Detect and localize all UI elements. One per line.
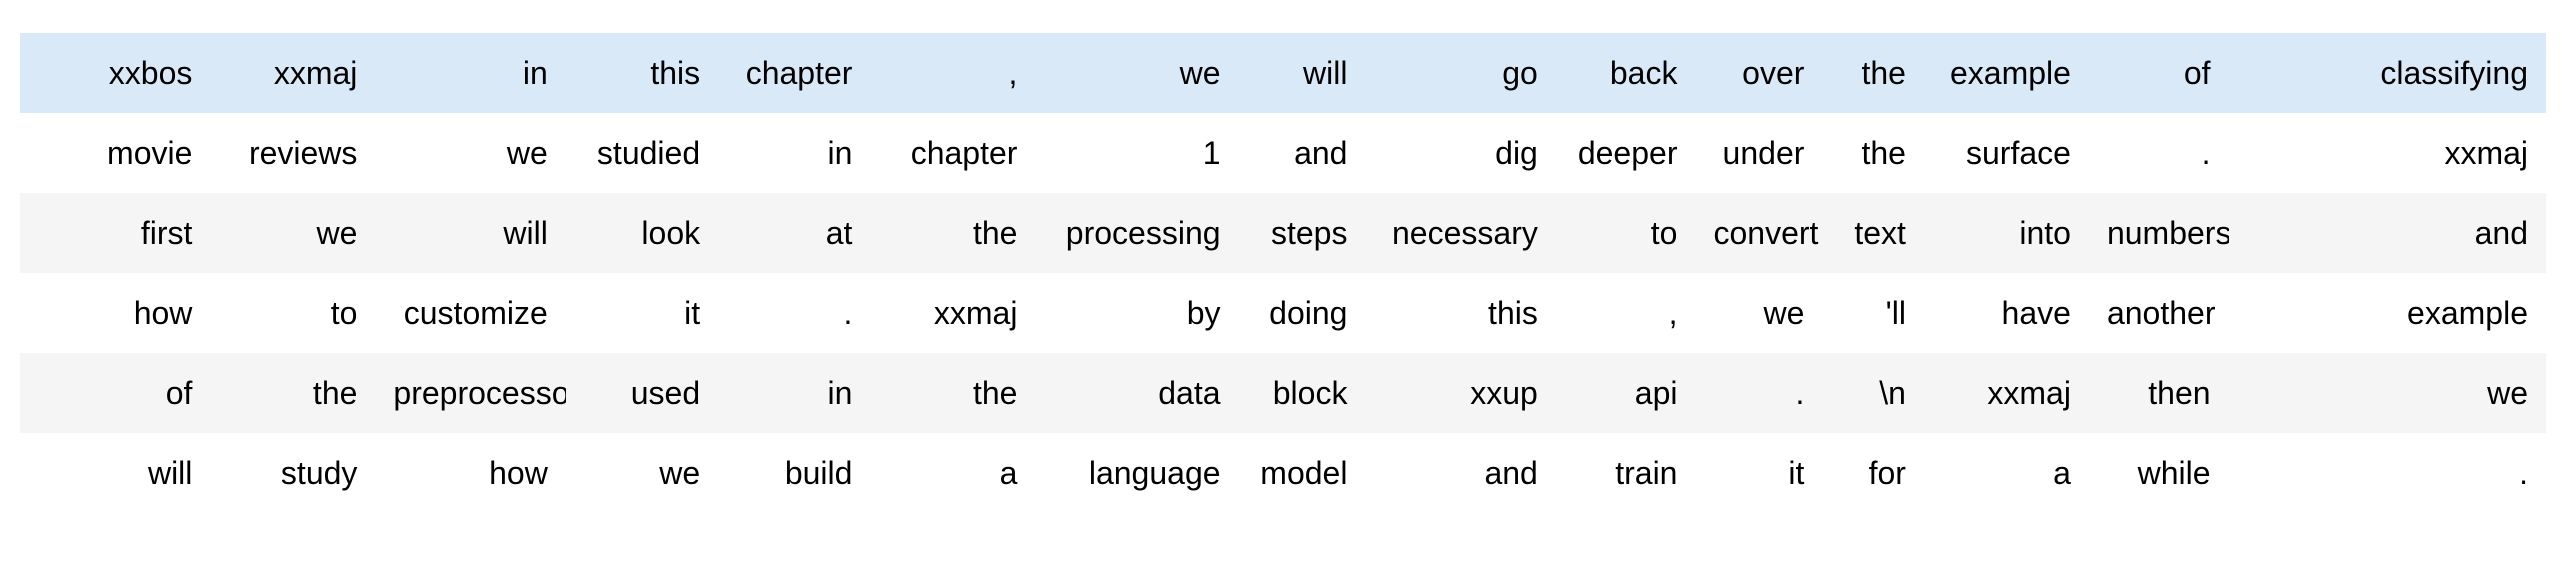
table-row: of the preprocessor used in the data block xxup a… — [20, 353, 2546, 433]
token-cell: build — [784, 454, 853, 491]
token-cell: we — [1763, 294, 1805, 331]
token-cell: will — [1303, 54, 1348, 91]
token-cell: into — [2019, 214, 2071, 251]
token-cell: it — [684, 294, 701, 331]
token-cell: study — [280, 454, 358, 491]
token-cell: example — [1949, 54, 2071, 91]
token-cell: customize — [403, 294, 548, 331]
token-cell: api — [1634, 374, 1678, 411]
token-table-body: xxbos xxmaj in this chapter, we will go back over… — [20, 33, 2546, 513]
token-cell: classifying — [2380, 54, 2528, 91]
token-cell: look — [641, 214, 701, 251]
token-cell: , — [1668, 294, 1678, 331]
token-cell: at — [825, 214, 853, 251]
token-cell: we — [2487, 374, 2528, 411]
token-cell: in — [827, 134, 853, 171]
token-cell: 'll — [1885, 294, 1906, 331]
token-cell: a — [999, 454, 1018, 491]
table-row: first we will look at the processing steps neces… — [20, 193, 2546, 273]
token-cell: xxbos — [108, 54, 193, 91]
token-cell: by — [1186, 294, 1221, 331]
token-cell: data — [1158, 374, 1221, 411]
token-cell: xxmaj — [273, 54, 358, 91]
token-cell: first — [140, 214, 193, 251]
token-cell: preprocessor — [393, 374, 566, 411]
token-cell: we — [1179, 54, 1221, 91]
token-cell: chapter — [910, 134, 1018, 171]
token-cell: necessary — [1392, 214, 1538, 251]
token-cell: back — [1609, 54, 1678, 91]
token-cell: we — [316, 214, 358, 251]
token-cell: the — [312, 374, 358, 411]
token-table: xxbos xxmaj in this chapter, we will go back over… — [20, 33, 2546, 513]
token-cell: to — [1650, 214, 1678, 251]
token-cell: will — [503, 214, 548, 251]
token-cell: surface — [1966, 134, 2071, 171]
token-cell: convert — [1713, 214, 1819, 251]
token-cell: then — [2148, 374, 2211, 411]
token-cell: have — [2001, 294, 2071, 331]
token-cell: \n — [1879, 374, 1906, 411]
token-cell: example — [2407, 294, 2528, 331]
token-cell: the — [972, 374, 1018, 411]
token-cell: reviews — [248, 134, 358, 171]
token-cell: and — [1294, 134, 1348, 171]
token-cell: another — [2106, 294, 2216, 331]
token-cell: it — [1788, 454, 1805, 491]
token-cell: processing — [1065, 214, 1221, 251]
token-cell: a — [2053, 454, 2071, 491]
token-cell: model — [1260, 454, 1348, 491]
token-cell: deeper — [1577, 134, 1678, 171]
token-cell: of — [165, 374, 193, 411]
token-cell: and — [2474, 214, 2528, 251]
token-cell: how — [489, 454, 548, 491]
token-cell: the — [972, 214, 1018, 251]
table-row: movie reviews we studied in chapter 1 and dig dee… — [20, 113, 2546, 193]
token-cell: will — [147, 454, 193, 491]
token-cell: studied — [596, 134, 701, 171]
token-cell: go — [1502, 54, 1538, 91]
token-cell: train — [1615, 454, 1678, 491]
token-cell: steps — [1270, 214, 1348, 251]
token-cell: while — [2137, 454, 2211, 491]
token-cell: chapter — [745, 54, 853, 91]
token-cell: and — [1484, 454, 1538, 491]
table-row: xxbos xxmaj in this chapter, we will go back over… — [20, 33, 2546, 113]
token-cell: over — [1742, 54, 1805, 91]
token-cell: dig — [1495, 134, 1538, 171]
token-cell: movie — [107, 134, 193, 171]
token-cell: for — [1868, 454, 1906, 491]
token-cell: . — [2201, 134, 2211, 171]
token-cell: 1 — [1202, 134, 1221, 171]
token-cell: of — [2183, 54, 2211, 91]
token-cell: . — [1795, 374, 1805, 411]
table-row: will study how we build a language model and trai… — [20, 433, 2546, 513]
token-cell: xxmaj — [1987, 374, 2071, 411]
token-cell: . — [2519, 454, 2528, 491]
token-cell: language — [1088, 454, 1221, 491]
token-cell: . — [843, 294, 853, 331]
token-cell: , — [1008, 54, 1018, 91]
token-cell: doing — [1269, 294, 1348, 331]
token-cell: under — [1722, 134, 1805, 171]
token-cell: block — [1272, 374, 1348, 411]
token-cell: xxup — [1470, 374, 1538, 411]
token-cell: we — [506, 134, 548, 171]
token-cell: xxmaj — [2444, 134, 2528, 171]
token-cell: to — [330, 294, 358, 331]
token-cell: we — [659, 454, 701, 491]
token-cell: numbers — [2106, 214, 2229, 251]
table-row: how to customize it. xxmaj by doing this, we 'll h… — [20, 273, 2546, 353]
token-cell: in — [827, 374, 853, 411]
token-cell: in — [522, 54, 548, 91]
token-cell: the — [1861, 54, 1906, 91]
token-cell: the — [1861, 134, 1906, 171]
token-cell: text — [1854, 214, 1906, 251]
token-cell: this — [650, 54, 701, 91]
token-cell: used — [630, 374, 701, 411]
token-cell: how — [133, 294, 193, 331]
token-cell: this — [1488, 294, 1538, 331]
token-cell: xxmaj — [933, 294, 1018, 331]
